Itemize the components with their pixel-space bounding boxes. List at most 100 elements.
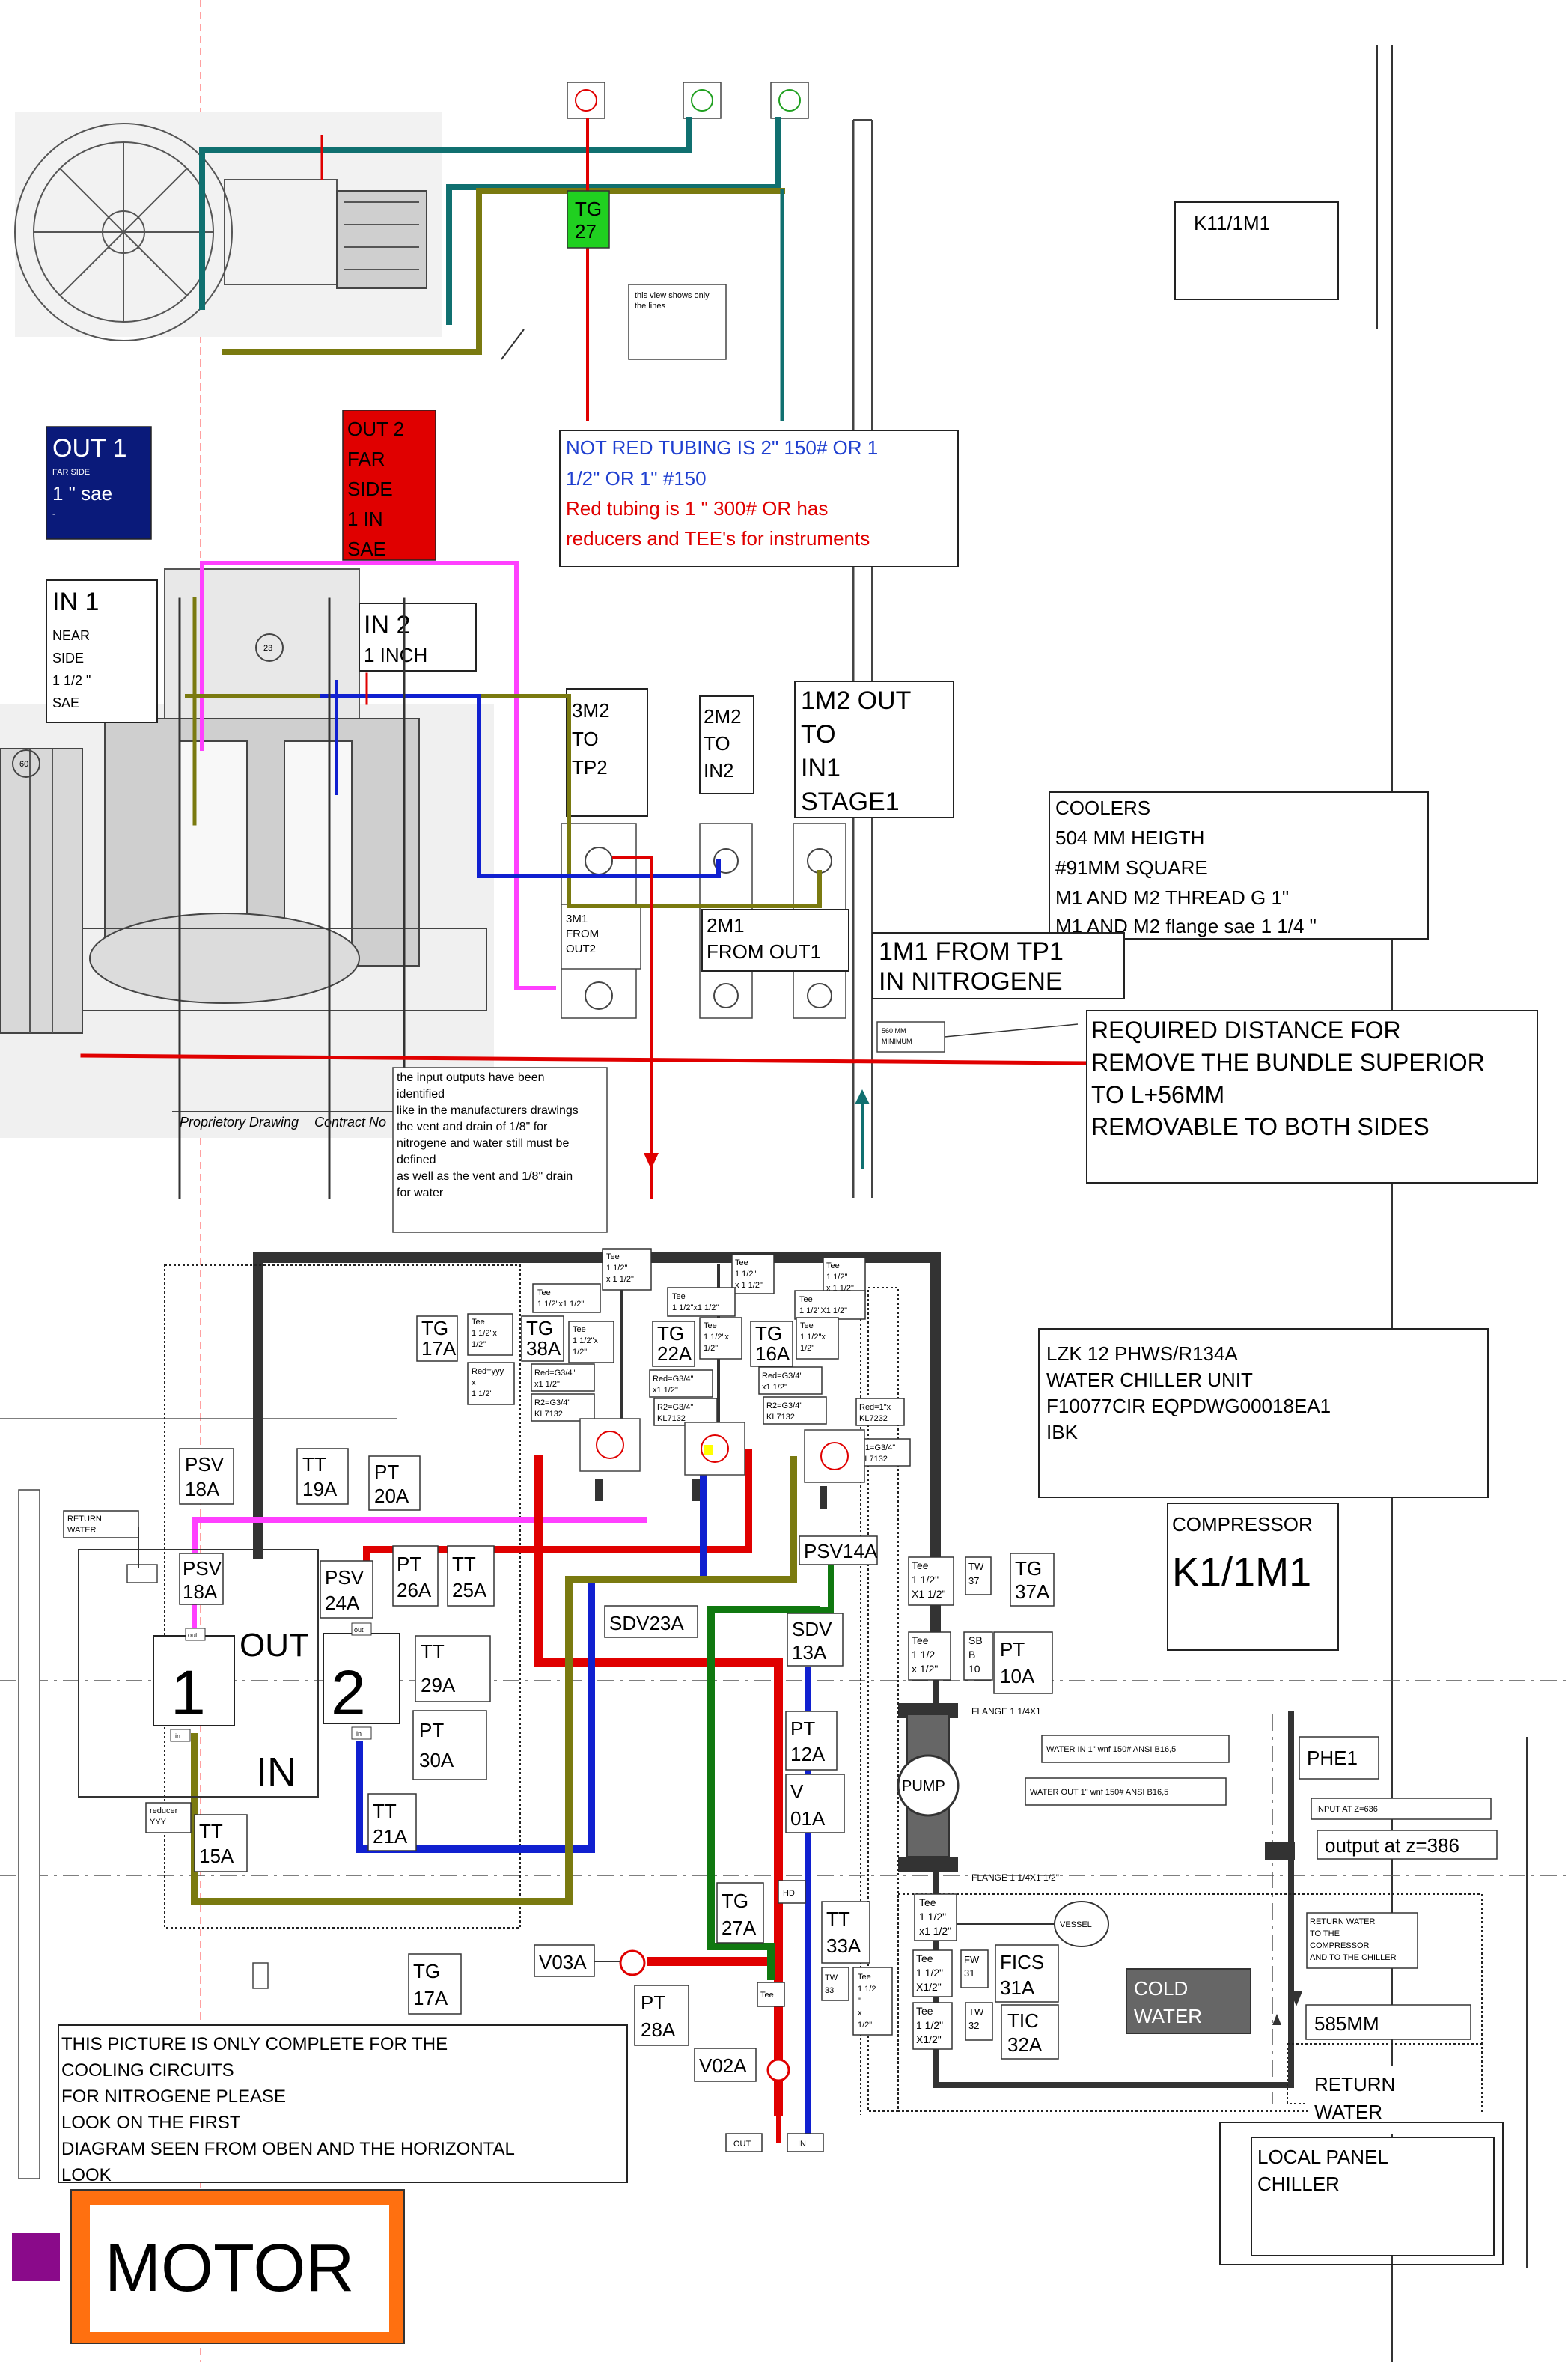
svg-text:60: 60 (19, 760, 28, 769)
svg-text:like in the manufacturers draw: like in the manufacturers drawings (397, 1104, 579, 1117)
svg-text:PHE1: PHE1 (1307, 1747, 1358, 1769)
svg-text:in: in (356, 1730, 362, 1738)
svg-text:x 1/2": x 1/2" (912, 1663, 938, 1675)
svg-text:Contract No: Contract No (314, 1115, 386, 1130)
svg-text:V02A: V02A (699, 2054, 747, 2077)
svg-text:TT: TT (302, 1453, 326, 1476)
tee-tag-g: Tee 1 1/2"x 1/2" (467, 1313, 513, 1356)
svg-text:3M2: 3M2 (572, 699, 610, 722)
svg-text:Tee: Tee (826, 1261, 840, 1270)
tee-tag-e: Tee 1 1/2"x1 1/2" (667, 1287, 736, 1317)
svg-text:21A: 21A (373, 1825, 408, 1848)
out-big-label: OUT (240, 1627, 309, 1664)
view-note: this view shows only the lines (628, 284, 727, 360)
svg-text:1/2": 1/2" (472, 1340, 486, 1349)
svg-text:1 1/2"x: 1 1/2"x (573, 1336, 598, 1345)
out-small-tag: OUT (725, 2133, 763, 2152)
red-yyy-tag: Red=yyy x 1 1/2" (467, 1362, 515, 1405)
tee-tag-j: Tee 1 1/2"x 1/2" (796, 1317, 839, 1360)
2m2-label-box: 2M2 TO IN2 (699, 695, 754, 794)
svg-text:TG: TG (575, 198, 602, 220)
svg-text:Red=yyy: Red=yyy (472, 1367, 504, 1376)
svg-text:out: out (188, 1631, 198, 1639)
svg-text:1 1/2"x1 1/2": 1 1/2"x1 1/2" (537, 1300, 584, 1309)
svg-text:1M1 FROM TP1: 1M1 FROM TP1 (879, 937, 1064, 966)
svg-text:1 1/2": 1 1/2" (919, 1911, 946, 1923)
top-pipes (199, 117, 785, 421)
svg-text:x 1 1/2": x 1 1/2" (606, 1275, 634, 1284)
pt28a-tag: PT 28A (634, 1985, 689, 2046)
svg-text:COOLING CIRCUITS: COOLING CIRCUITS (61, 2060, 234, 2081)
svg-text:17A: 17A (421, 1337, 457, 1360)
svg-text:IN1: IN1 (801, 754, 841, 782)
flange-bottom-tag: FLANGE 1 1/4X1 1/2" (971, 1872, 1059, 1883)
sdv23a-tag: SDV23A (604, 1605, 698, 1638)
tt21a-tag: TT 21A (367, 1793, 417, 1851)
svg-text:Red=1"x: Red=1"x (859, 1403, 891, 1412)
tg37a-tag: TG 37A (1010, 1553, 1055, 1607)
svg-text:1 1/2"x: 1 1/2"x (472, 1329, 497, 1338)
svg-text:in: in (175, 1732, 180, 1740)
svg-text:Red tubing is 1 " 300# OR has: Red tubing is 1 " 300# OR has (566, 497, 828, 520)
svg-text:TO L+56MM: TO L+56MM (1091, 1081, 1224, 1108)
svg-text:nitrogene and water still must: nitrogene and water still must be (397, 1137, 569, 1150)
svg-text:32A: 32A (1007, 2033, 1043, 2056)
svg-text:3M1: 3M1 (566, 913, 588, 925)
svg-text:2M2: 2M2 (704, 705, 742, 728)
svg-text:10A: 10A (1000, 1665, 1035, 1687)
svg-text:10: 10 (968, 1663, 980, 1675)
sdv13a-tag: SDV 13A (787, 1613, 844, 1667)
pt20a-tag: PT 20A (368, 1455, 421, 1511)
svg-text:FROM OUT1: FROM OUT1 (707, 940, 821, 963)
svg-text:FICS: FICS (1000, 1951, 1044, 1973)
svg-text:reducer: reducer (150, 1806, 178, 1815)
svg-text:TG: TG (722, 1890, 748, 1912)
tw32-tag: TW 32 (965, 2002, 993, 2041)
fics31a-tag: FICS 31A (995, 1944, 1059, 2003)
svg-text:Red=G3/4": Red=G3/4" (534, 1369, 575, 1378)
svg-text:26A: 26A (397, 1579, 432, 1601)
tg22a-tag: TG 22A (652, 1321, 695, 1367)
svg-text:PT: PT (397, 1553, 421, 1575)
svg-text:Tee: Tee (672, 1292, 686, 1301)
output-z-tag: output at z=386 (1317, 1830, 1498, 1860)
in-small-tag: IN (787, 2133, 824, 2152)
svg-text:30A: 30A (419, 1749, 454, 1771)
svg-text:1 1/2": 1 1/2" (916, 2019, 943, 2031)
svg-text:FROM: FROM (566, 928, 599, 940)
svg-text:V: V (790, 1780, 804, 1803)
svg-text:585MM: 585MM (1314, 2012, 1379, 2035)
v01a-tag: V 01A (785, 1774, 845, 1833)
svg-text:1 1/2": 1 1/2" (472, 1389, 492, 1398)
svg-text:LOCAL PANEL: LOCAL PANEL (1257, 2146, 1388, 2168)
svg-text:1 1/2"x: 1 1/2"x (704, 1333, 729, 1342)
tee-tag-n: Tee (757, 1982, 785, 2007)
svg-text:output at z=386: output at z=386 (1325, 1834, 1459, 1857)
svg-text:27: 27 (575, 220, 597, 243)
svg-text:out: out (354, 1626, 364, 1634)
svg-text:19A: 19A (302, 1478, 338, 1500)
svg-text:1 1/2": 1 1/2" (916, 1967, 943, 1979)
svg-text:16A: 16A (755, 1342, 790, 1365)
stage2-box: 2 out in (323, 1622, 400, 1740)
bottom-note: THIS PICTURE IS ONLY COMPLETE FOR THE CO… (58, 2024, 628, 2185)
tee-tag-d: Tee 1 1/2"x1 1/2" (532, 1283, 601, 1313)
svg-text:R2=G3/4": R2=G3/4" (766, 1401, 802, 1410)
svg-text:R2=G3/4": R2=G3/4" (534, 1398, 570, 1407)
svg-text:Tee: Tee (704, 1321, 717, 1330)
svg-text:IN: IN (256, 1750, 296, 1795)
svg-text:PT: PT (641, 1991, 665, 2014)
tee-tag-i: Tee 1 1/2"x 1/2" (699, 1317, 742, 1360)
svg-text:x: x (858, 2009, 862, 2018)
svg-text:COMPRESSOR: COMPRESSOR (1310, 1941, 1370, 1950)
svg-text:37A: 37A (1015, 1580, 1050, 1603)
svg-text:1 1/2: 1 1/2 (858, 1985, 876, 1994)
tee-tag-k: Tee 1 1/2" X1 1/2" (908, 1556, 954, 1606)
svg-text:FOR NITROGENE PLEASE: FOR NITROGENE PLEASE (61, 2086, 286, 2107)
svg-text:NOT RED TUBING IS 2" 150# OR 1: NOT RED TUBING IS 2" 150# OR 1 (566, 436, 878, 459)
svg-text:TW: TW (968, 2006, 984, 2018)
pump-icon: PUMP (897, 1714, 960, 1857)
svg-text:TG: TG (657, 1322, 684, 1345)
3m1-label-box: 3M1 FROM OUT2 (561, 904, 641, 970)
